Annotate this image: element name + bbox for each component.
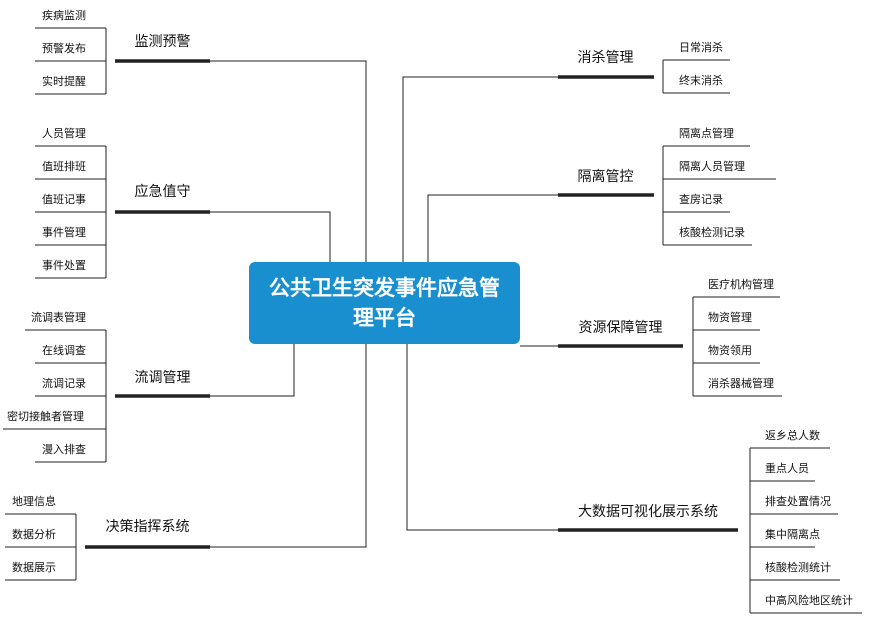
trunk-bigdata (406, 344, 558, 531)
leaf-disinfection-equipment-management[interactable]: 消杀器械管理 (708, 377, 774, 390)
branch-monitor[interactable]: 监测预警 (134, 34, 191, 50)
trunk-monitor (210, 60, 367, 262)
leaf-inflow-screening[interactable]: 漫入排查 (42, 443, 86, 456)
leaf-close-contact-management[interactable]: 密切接触者管理 (7, 410, 84, 423)
center-node[interactable]: 公共卫生突发事件应急管理平台 (249, 262, 520, 344)
branch-isolation[interactable]: 隔离管控 (577, 169, 634, 185)
leaf-event-management[interactable]: 事件管理 (42, 226, 86, 239)
leaf-data-analysis[interactable]: 数据分析 (12, 528, 56, 541)
leaf-supplies-requisition[interactable]: 物资领用 (708, 344, 752, 357)
leaf-online-survey[interactable]: 在线调查 (42, 344, 86, 357)
branch-resource[interactable]: 资源保障管理 (578, 320, 663, 336)
leaf-risk-area-statistics[interactable]: 中高风险地区统计 (765, 594, 853, 607)
leaf-disease-monitoring[interactable]: 疾病监测 (42, 9, 86, 22)
leaf-nucleic-test-statistics[interactable]: 核酸检测统计 (765, 561, 831, 574)
leaf-realtime-reminder[interactable]: 实时提醒 (42, 75, 86, 88)
leaf-data-display[interactable]: 数据展示 (12, 561, 56, 574)
leaf-personnel-management[interactable]: 人员管理 (42, 127, 86, 140)
leaf-daily-disinfection[interactable]: 日常消杀 (679, 41, 723, 54)
leaf-key-personnel[interactable]: 重点人员 (765, 462, 809, 475)
leaf-isolated-personnel-management[interactable]: 隔离人员管理 (679, 160, 745, 173)
leaf-epi-record[interactable]: 流调记录 (42, 377, 86, 390)
leaf-isolation-site-management[interactable]: 隔离点管理 (679, 127, 734, 140)
trunk-decision (210, 344, 367, 548)
leaf-event-handling[interactable]: 事件处置 (42, 259, 86, 272)
trunk-disinfect (402, 76, 558, 262)
leaf-nucleic-test-record[interactable]: 核酸检测记录 (679, 226, 745, 239)
leaf-room-check-record[interactable]: 查房记录 (679, 193, 723, 206)
leaf-returnee-total[interactable]: 返乡总人数 (765, 429, 820, 442)
leaf-centralized-isolation-sites[interactable]: 集中隔离点 (765, 528, 820, 541)
leaf-duty-scheduling[interactable]: 值班排班 (42, 160, 86, 173)
trunk-duty (210, 211, 331, 262)
branch-duty[interactable]: 应急值守 (134, 184, 191, 200)
leaf-screening-status[interactable]: 排查处置情况 (765, 495, 831, 508)
branch-epi[interactable]: 流调管理 (134, 370, 191, 386)
branch-decision[interactable]: 决策指挥系统 (105, 519, 190, 535)
leaf-terminal-disinfection[interactable]: 终末消杀 (679, 74, 723, 87)
trunk-epi (210, 344, 295, 397)
leaf-medical-institution-management[interactable]: 医疗机构管理 (708, 278, 774, 291)
branch-bigdata[interactable]: 大数据可视化展示系统 (578, 504, 718, 520)
leaf-alert-release[interactable]: 预警发布 (42, 42, 86, 55)
leaf-epi-form-management[interactable]: 流调表管理 (31, 311, 86, 324)
branch-disinfect[interactable]: 消杀管理 (577, 50, 634, 66)
trunk-isolation (427, 194, 558, 262)
center-title: 公共卫生突发事件应急管理平台 (269, 276, 500, 330)
leaf-supplies-management[interactable]: 物资管理 (708, 311, 752, 324)
leaf-duty-log[interactable]: 值班记事 (42, 193, 86, 206)
leaf-geo-info[interactable]: 地理信息 (12, 495, 56, 508)
